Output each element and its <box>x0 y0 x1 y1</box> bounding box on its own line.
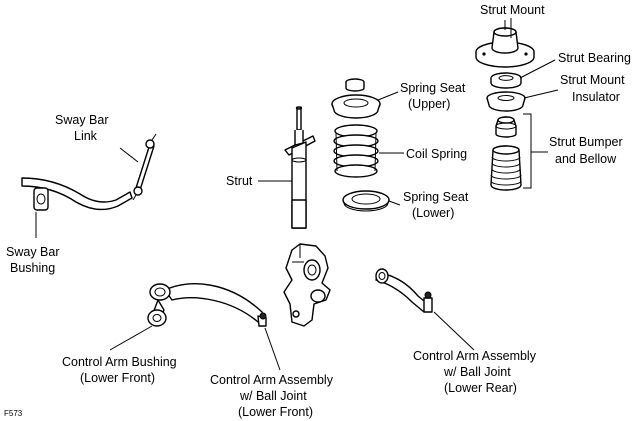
sway-bar-link <box>132 133 157 201</box>
label-coil-spring: Coil Spring <box>406 147 467 161</box>
coil-spring <box>333 124 379 178</box>
label-spring-seat-upper-line1: Spring Seat <box>400 81 466 95</box>
label-strut: Strut <box>226 174 253 188</box>
label-strut-bumper-line1: Strut Bumper <box>549 135 623 149</box>
label-ca-rear-line1: Control Arm Assembly <box>413 349 537 363</box>
strut <box>284 106 316 229</box>
strut-mount-insulator <box>486 91 526 112</box>
label-ca-rear-line2: w/ Ball Joint <box>443 365 511 379</box>
label-strut-bumper-line2: and Bellow <box>555 152 617 166</box>
bellow <box>490 145 522 191</box>
label-ca-rear-line3: (Lower Rear) <box>444 381 517 395</box>
spring-seat-lower <box>342 190 390 212</box>
label-strut-bearing: Strut Bearing <box>558 51 631 65</box>
label-spring-seat-lower-line1: Spring Seat <box>403 190 469 204</box>
sway-bar <box>21 177 133 211</box>
labels: Strut Mount Strut Bearing Strut Mount In… <box>4 3 631 419</box>
label-ca-front-line3: (Lower Front) <box>238 405 313 419</box>
steering-knuckle <box>283 243 331 327</box>
control-arm-lower-rear <box>375 268 433 313</box>
label-control-arm-bushing-line1: Control Arm Bushing <box>62 355 177 369</box>
label-spring-seat-upper-line2: (Upper) <box>408 97 450 111</box>
figure-code: F573 <box>4 409 23 418</box>
leader-lines <box>35 18 559 371</box>
strut-bumper <box>495 116 517 138</box>
label-sway-bar-link-line2: Link <box>74 129 98 143</box>
label-ca-front-line2: w/ Ball Joint <box>239 389 307 403</box>
strut-mount <box>475 20 535 68</box>
label-sway-bar-bushing-line2: Bushing <box>10 261 55 275</box>
label-sway-bar-link-line1: Sway Bar <box>55 113 109 127</box>
label-sway-bar-bushing-line1: Sway Bar <box>6 245 60 259</box>
control-arm-lower-front <box>147 283 267 327</box>
label-strut-mount-insulator-line1: Strut Mount <box>560 73 625 87</box>
spring-seat-upper <box>331 78 381 119</box>
strut-bearing <box>490 72 522 89</box>
label-spring-seat-lower-line2: (Lower) <box>412 206 454 220</box>
label-ca-front-line1: Control Arm Assembly <box>210 373 334 387</box>
label-strut-mount: Strut Mount <box>480 3 545 17</box>
label-strut-mount-insulator-line2: Insulator <box>572 90 620 104</box>
label-control-arm-bushing-line2: (Lower Front) <box>80 371 155 385</box>
